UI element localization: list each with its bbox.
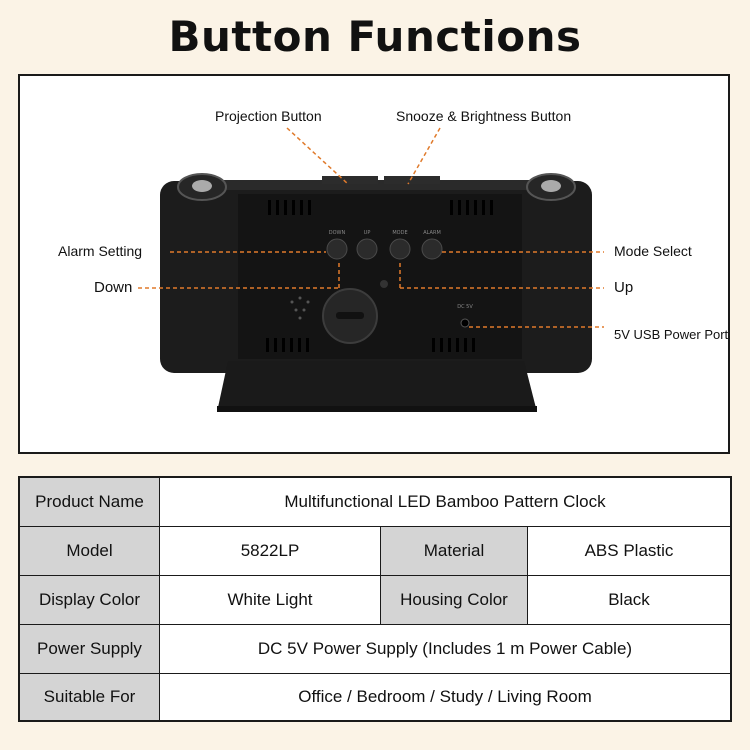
spec-label-suitable-for: Suitable For (20, 674, 160, 720)
callout-mode-select: Mode Select (614, 243, 692, 259)
spec-row-suitable-for: Suitable For Office / Bedroom / Study / … (20, 674, 730, 720)
vents-bottom-right (432, 338, 475, 352)
device-label-down: DOWN (329, 230, 346, 236)
button-mode (389, 238, 411, 260)
spec-value-display-color: White Light (160, 576, 381, 625)
clock-back-panel (238, 194, 522, 359)
spec-value-model: 5822LP (160, 527, 381, 576)
button-down (326, 238, 348, 260)
spec-value-suitable-for: Office / Bedroom / Study / Living Room (160, 674, 730, 720)
callout-alarm-setting: Alarm Setting (58, 243, 143, 259)
spec-label-housing-color: Housing Color (381, 576, 528, 625)
speaker-holes (290, 296, 310, 320)
spec-row-power-supply: Power Supply DC 5V Power Supply (Include… (20, 625, 730, 674)
sensor-hole (380, 280, 388, 288)
device-label-dc: DC 5V (457, 304, 473, 310)
clock-top-ridge (220, 180, 532, 190)
spec-value-housing-color: Black (528, 576, 730, 625)
spec-label-display-color: Display Color (20, 576, 160, 625)
spec-table: Product Name Multifunctional LED Bamboo … (18, 476, 732, 722)
usb-port (460, 318, 470, 328)
leader-lines (138, 127, 604, 328)
button-diagram: DOWN UP MODE ALARM DC 5V (18, 74, 730, 454)
spec-label-model: Model (20, 527, 160, 576)
spec-value-material: ABS Plastic (528, 527, 730, 576)
device-label-mode: MODE (392, 230, 407, 236)
top-button-snooze (384, 176, 440, 184)
page-title: Button Functions (168, 12, 582, 61)
clock-back-illustration: DOWN UP MODE ALARM DC 5V (138, 127, 604, 412)
spec-value-power-supply: DC 5V Power Supply (Includes 1 m Power C… (160, 625, 730, 674)
spec-label-product-name: Product Name (20, 478, 160, 527)
vents-bottom-left (266, 338, 309, 352)
clock-stand (217, 361, 537, 412)
callout-up: Up (614, 279, 634, 296)
spec-label-power-supply: Power Supply (20, 625, 160, 674)
button-alarm (421, 238, 443, 260)
spec-row-product-name: Product Name Multifunctional LED Bamboo … (20, 478, 730, 527)
device-label-alarm: ALARM (423, 230, 441, 236)
vents-top-right (450, 200, 493, 215)
callout-projection-button: Projection Button (215, 108, 322, 124)
callout-snooze-brightness-button: Snooze & Brightness Button (396, 108, 572, 124)
button-up (356, 238, 378, 260)
callout-usb-power-port: 5V USB Power Port (614, 327, 729, 342)
device-label-up: UP (364, 230, 371, 236)
vents-top-left (268, 200, 311, 215)
spec-label-material: Material (381, 527, 528, 576)
spec-value-product-name: Multifunctional LED Bamboo Pattern Clock (160, 478, 730, 527)
spec-row-display-housing: Display Color White Light Housing Color … (20, 576, 730, 625)
spec-row-model-material: Model 5822LP Material ABS Plastic (20, 527, 730, 576)
top-button-projection (322, 176, 378, 184)
callout-down: Down (94, 279, 133, 296)
